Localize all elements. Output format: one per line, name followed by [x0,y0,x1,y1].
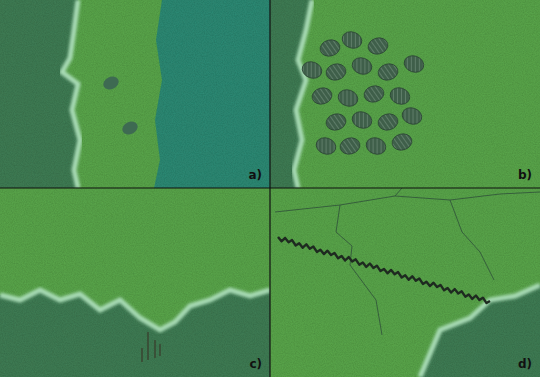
panel-a [0,0,270,188]
unit-oval [336,87,360,109]
stick-markers [142,332,160,362]
panel-b [270,0,540,188]
panel-c [0,188,270,377]
unit-cluster [300,29,426,157]
unit-oval [376,112,399,133]
panel-label: b) [518,169,532,181]
border-lines [275,188,540,335]
unit-oval [314,135,338,157]
unit-oval [324,112,347,133]
unit-oval [390,132,413,153]
panel-divider [0,187,540,188]
unit-oval [366,36,389,57]
unit-oval [402,53,426,75]
unit-oval [338,136,361,157]
unit-oval [300,59,324,81]
unit-oval [362,84,385,105]
unit-oval [340,29,364,51]
unit-oval [376,62,399,83]
road-line [278,237,490,303]
panel-label: c) [249,358,262,370]
unit-oval [318,38,341,59]
panel-label: a) [248,169,262,181]
unit-oval [310,86,333,107]
unit-oval [388,85,412,107]
unit-oval [350,55,374,77]
panel-d [270,188,540,377]
unit-oval [400,105,424,127]
unit-oval [350,109,374,131]
unit-oval [324,62,347,83]
unit-oval [364,135,388,157]
panel-label: d) [518,358,532,370]
